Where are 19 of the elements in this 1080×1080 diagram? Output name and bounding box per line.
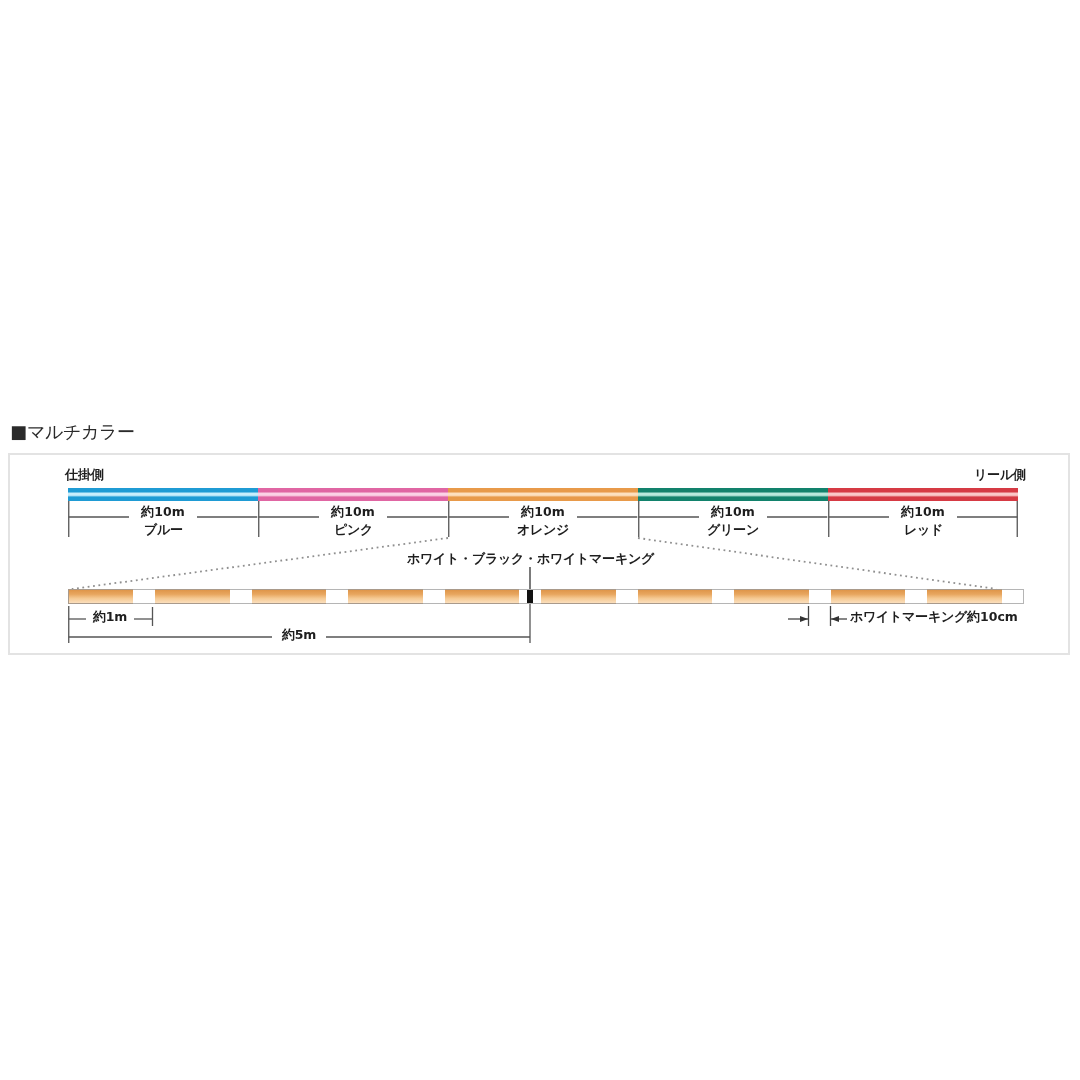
leader-line bbox=[529, 566, 531, 590]
length-label: 約10m bbox=[901, 505, 945, 519]
segment-name: レッド bbox=[903, 523, 943, 537]
segment-name: ピンク bbox=[333, 523, 373, 537]
diagram-title: ■マルチカラー bbox=[10, 420, 135, 444]
length-label: 約10m bbox=[711, 505, 755, 519]
marked-line-bar bbox=[68, 589, 1023, 604]
segment-name: オレンジ bbox=[517, 523, 569, 537]
midpoint-marking bbox=[519, 589, 541, 604]
segment-name: グリーン bbox=[707, 523, 759, 537]
length-label: 約10m bbox=[331, 505, 375, 519]
dotted-guide-line bbox=[70, 537, 449, 590]
length-label: 約10m bbox=[141, 505, 185, 519]
length-label: 約10m bbox=[521, 505, 565, 519]
dimension-label: ホワイトマーキング約10cm bbox=[850, 610, 1018, 624]
callout-label: ホワイト・ブラック・ホワイトマーキング bbox=[406, 551, 654, 567]
dimension-label: 約1m bbox=[92, 610, 128, 624]
dimension-label: 約5m bbox=[281, 628, 317, 642]
segment-name: ブルー bbox=[143, 523, 183, 537]
